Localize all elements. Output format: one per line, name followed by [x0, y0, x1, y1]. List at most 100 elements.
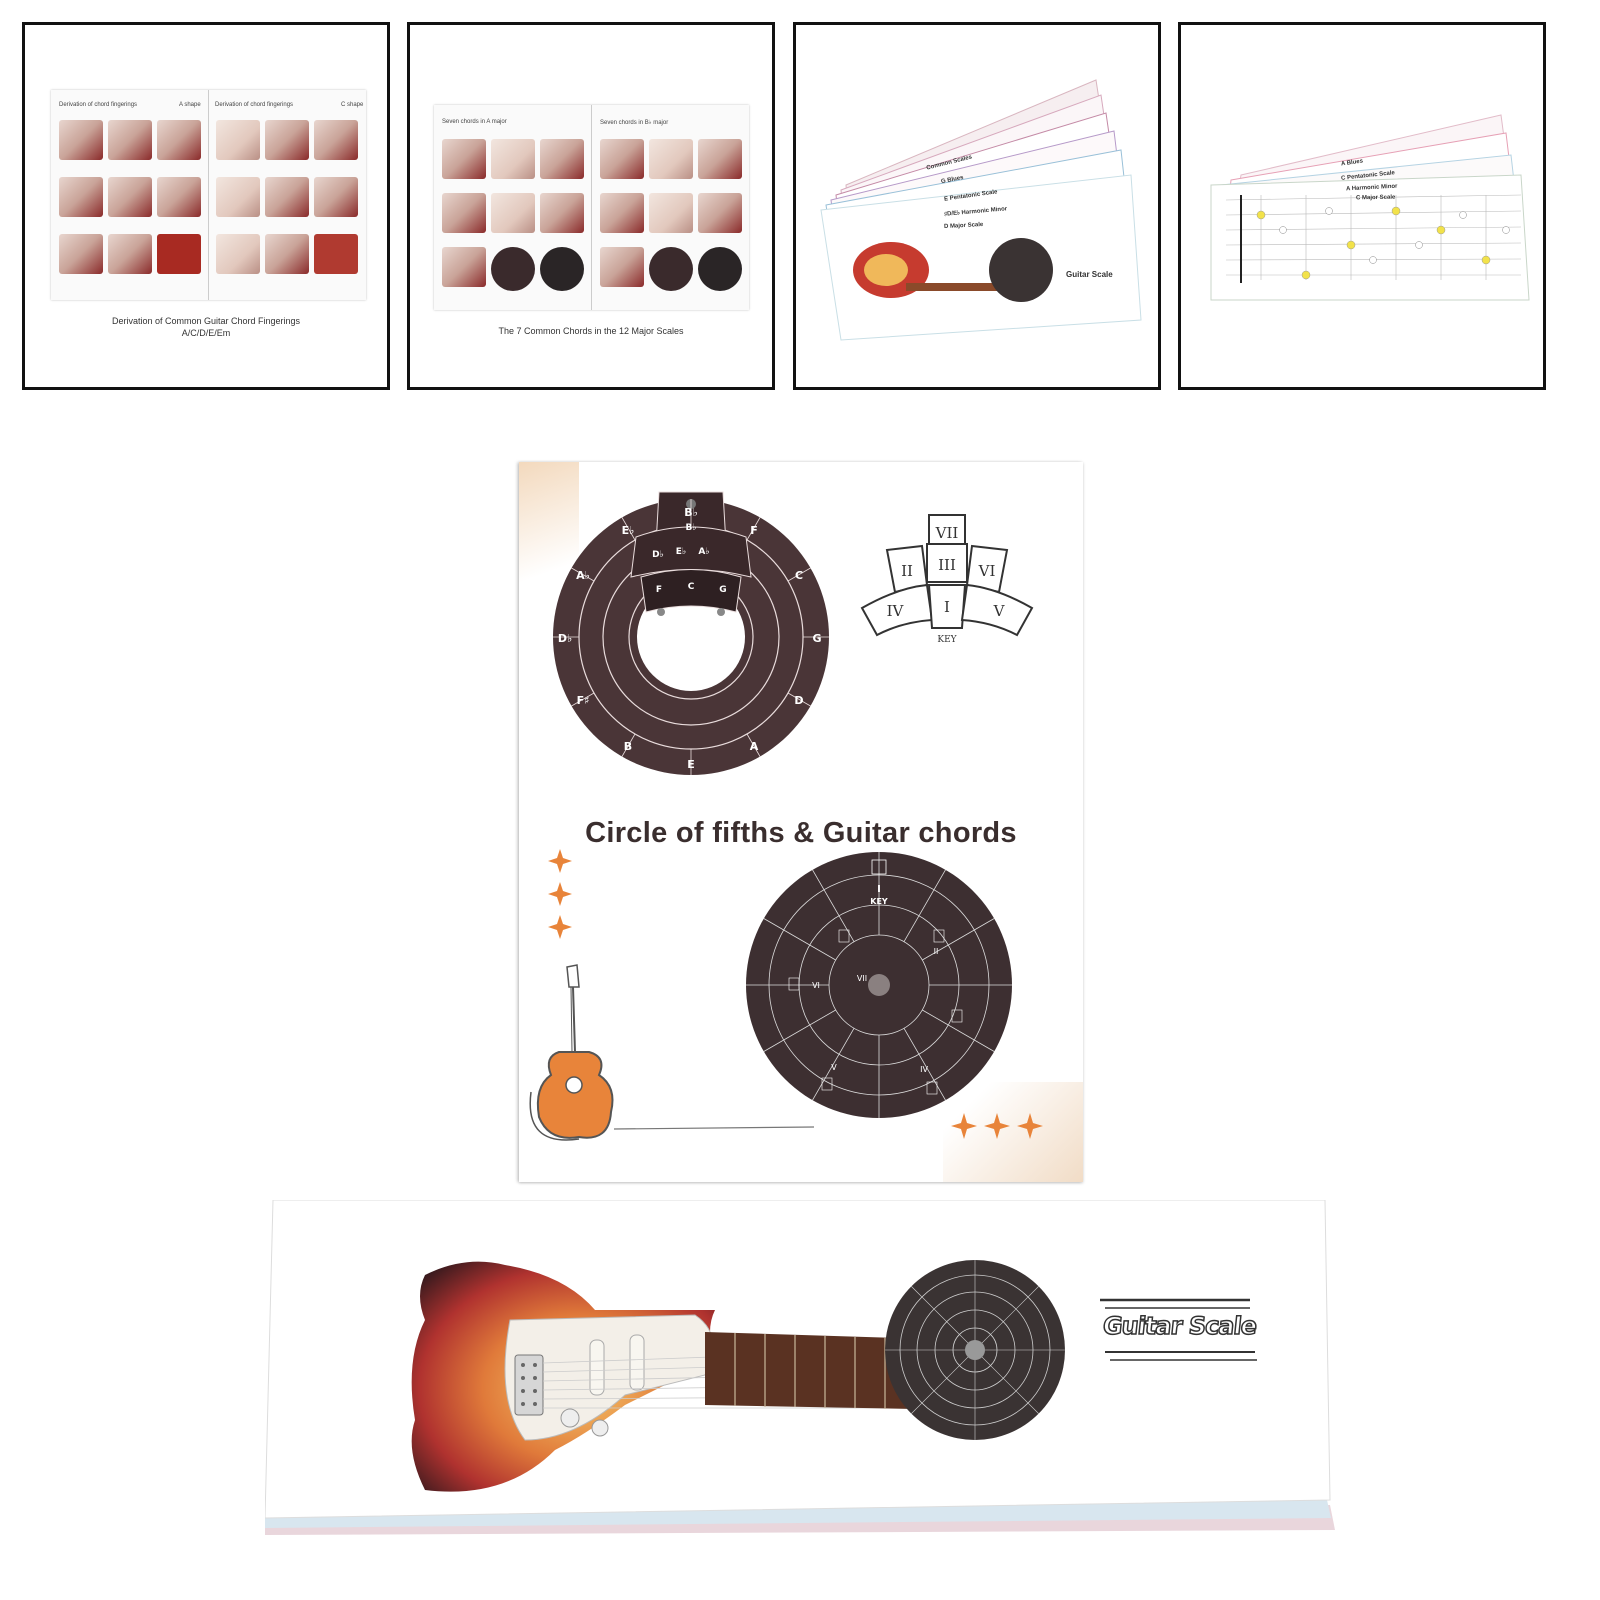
thumbnail-guitar-scale-tabs[interactable]: Common Scales G Blues E Pentatonic Scale… [793, 22, 1161, 390]
numeral-label: II [901, 562, 913, 580]
star-icons [951, 1113, 1043, 1139]
numeral-label: IV [887, 602, 905, 620]
fanned-pages-illustration [820, 79, 1142, 341]
open-book-spread: Derivation of chord fingerings A shape D… [51, 90, 366, 300]
chord-photo [600, 139, 644, 179]
cover-title: Guitar Scale [1066, 270, 1113, 279]
wheel-photo [540, 247, 584, 291]
acoustic-guitar-illustration [529, 964, 815, 1141]
thumbnail-chord-fingerings[interactable]: Derivation of chord fingerings A shape D… [22, 22, 390, 390]
open-book-spread: Seven chords in A major Seven chords in … [434, 105, 749, 310]
wheel-key-numeral: I [877, 884, 881, 895]
chord-photo [491, 139, 535, 179]
chord-photo [59, 177, 103, 217]
window-note: D♭ [652, 550, 664, 560]
window-note: E♭ [676, 547, 686, 557]
circle-of-fifths-book: B♭ F C G D A E B F♯ D♭ A♭ E♭ D♭ E♭ A♭ B♭… [519, 462, 1083, 1182]
chord-photo [108, 234, 152, 274]
guitar-scale-title: Guitar Scale [1101, 1311, 1259, 1341]
thumbnail-caption: The 7 Common Chords in the 12 Major Scal… [498, 326, 684, 336]
window-note: A♭ [698, 547, 709, 557]
chord-photo [314, 120, 358, 160]
circle-of-fifths-wheel: B♭ F C G D A E B F♯ D♭ A♭ E♭ D♭ E♭ A♭ B♭… [553, 491, 829, 775]
roman-chord-wheel: I KEY VII II VI V IV [746, 852, 1012, 1118]
chord-photo [442, 193, 486, 233]
chord-photo [108, 120, 152, 160]
fanned-fretboards-illustration [1210, 114, 1530, 301]
chord-photo [314, 234, 358, 274]
right-page-header: Derivation of chord fingerings [215, 102, 294, 108]
window-note: F [656, 585, 662, 595]
wheel-numeral: VI [812, 981, 820, 990]
wheel-numeral: V [831, 1063, 837, 1072]
key-label: KEY [937, 635, 957, 645]
chord-photo [265, 234, 309, 274]
window-note: B♭ [685, 523, 696, 533]
note-label: D [794, 694, 803, 707]
note-label: F♯ [577, 694, 590, 707]
wheel-numeral: VII [857, 974, 867, 983]
chord-photo [649, 139, 693, 179]
chord-photo [314, 177, 358, 217]
tab-label: C Major Scale [1355, 194, 1396, 202]
chord-photo [216, 120, 260, 160]
chord-photo [698, 139, 742, 179]
note-label: G [812, 632, 821, 645]
chord-photo [649, 193, 693, 233]
wheel-numeral: IV [920, 1065, 928, 1074]
chord-photo [265, 120, 309, 160]
wheel-photo [649, 247, 693, 291]
wheel-numeral: II [934, 947, 939, 956]
chord-photo [216, 177, 260, 217]
chord-photo [265, 177, 309, 217]
chord-photo [157, 234, 201, 274]
chord-photo [59, 120, 103, 160]
note-label: B♭ [684, 506, 698, 519]
chord-photo [540, 193, 584, 233]
thumbnail-caption: Derivation of Common Guitar Chord Finger… [111, 316, 301, 326]
chord-photo [157, 177, 201, 217]
chord-photo [442, 139, 486, 179]
roman-numeral-fan: VII II III VI IV I V KEY [860, 514, 1034, 645]
left-page-header: Seven chords in A major [442, 119, 507, 125]
wheel-photo [491, 247, 535, 291]
wheel-key-label: KEY [870, 897, 888, 906]
numeral-label: V [993, 602, 1006, 620]
guitar-scale-cover [265, 1200, 1335, 1535]
note-label: B [624, 740, 632, 753]
thumbnail-scale-fretboards[interactable]: A Blues C Pentatonic Scale A Harmonic Mi… [1178, 22, 1546, 390]
right-page-header-tag: C shape [341, 102, 364, 108]
chord-photo [540, 139, 584, 179]
chord-photo [157, 120, 201, 160]
note-label: E [687, 758, 695, 771]
thumbnail-caption-sub: A/C/D/E/Em [181, 328, 231, 338]
right-page-header: Seven chords in B♭ major [600, 120, 669, 126]
note-label: D♭ [558, 632, 572, 645]
corner-tint [943, 1082, 1083, 1182]
numeral-label: VI [978, 562, 996, 580]
chord-photo [442, 247, 486, 287]
chord-photo [600, 247, 644, 287]
wheel-photo [698, 247, 742, 291]
chord-photo [108, 177, 152, 217]
left-page-header: Derivation of chord fingerings [59, 102, 138, 108]
guitar-scale-book: Guitar Scale [265, 1200, 1339, 1535]
window-note: C [688, 582, 695, 592]
chord-photo [216, 234, 260, 274]
note-label: C [795, 569, 803, 582]
left-page-header-tag: A shape [179, 102, 201, 108]
numeral-label: I [944, 598, 950, 616]
note-label: A♭ [576, 569, 590, 582]
numeral-label: VII [935, 524, 959, 542]
chord-photo [600, 193, 644, 233]
chord-photo [698, 193, 742, 233]
chord-photo [59, 234, 103, 274]
star-icons [548, 849, 572, 939]
thumbnail-common-chords[interactable]: Seven chords in A major Seven chords in … [407, 22, 775, 390]
numeral-label: III [938, 556, 956, 574]
note-label: E♭ [622, 524, 635, 537]
book-title: Circle of fifths & Guitar chords [585, 817, 1017, 849]
note-label: A [750, 740, 759, 753]
chord-photo [491, 193, 535, 233]
note-label: F [750, 524, 758, 537]
